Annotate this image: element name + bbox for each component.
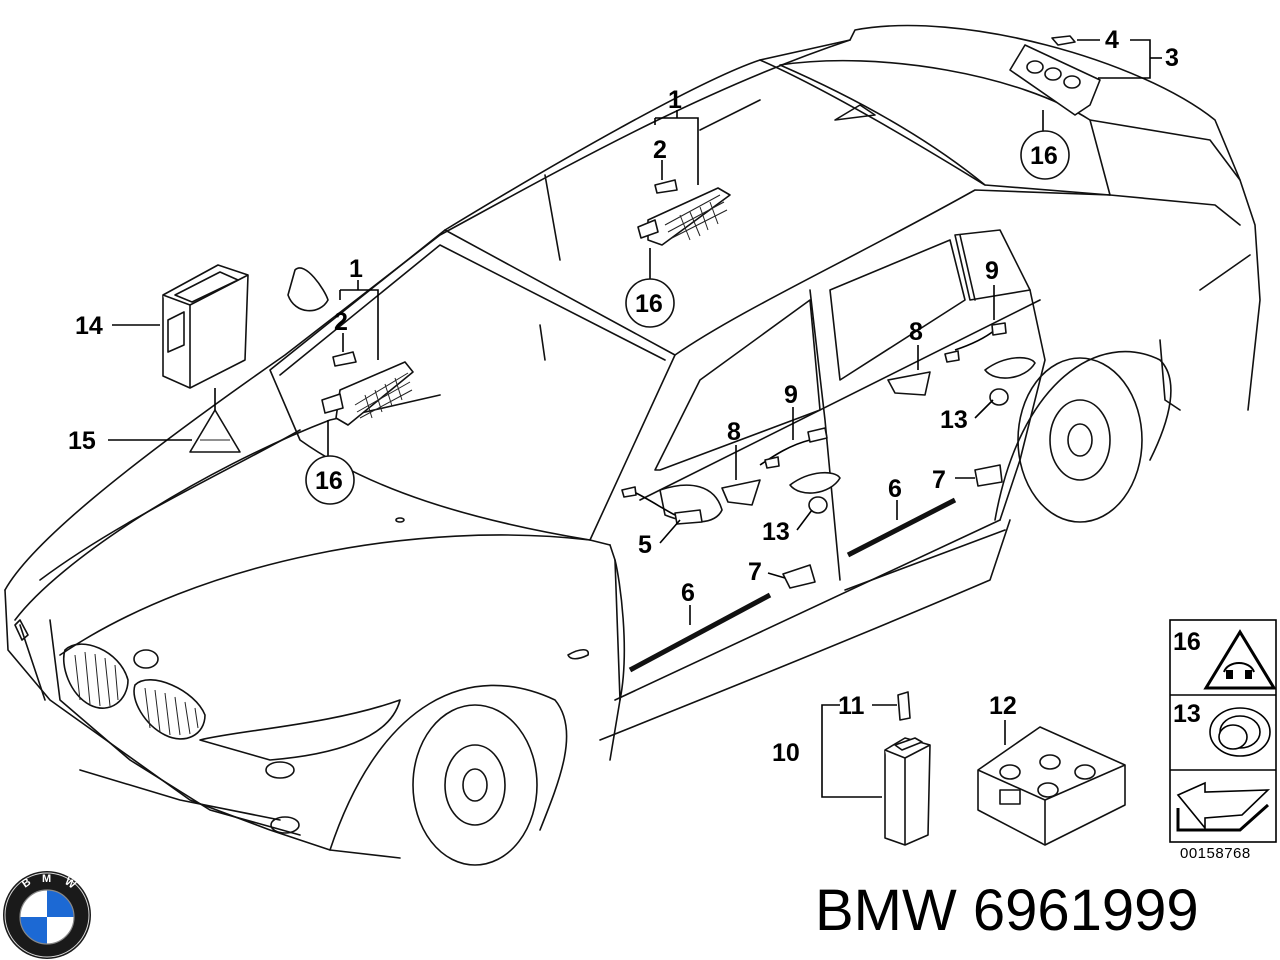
callout-11: 11 [838, 692, 865, 720]
callout-5: 5 [638, 531, 652, 559]
callout-8-front: 8 [727, 418, 741, 446]
callout-3: 3 [1165, 44, 1179, 72]
bmw-logo: B M W [3, 871, 91, 959]
interior-lamp-upper [637, 179, 731, 246]
callout-6-rear: 6 [888, 475, 902, 503]
door-parts [621, 322, 1036, 673]
part-12-box [977, 726, 1126, 846]
leader-lines [108, 39, 1162, 798]
legend-box: 16 13 [1169, 619, 1277, 843]
diagram-number: 00158768 [1180, 845, 1251, 862]
part-number-label: BMW 6961999 [815, 878, 1199, 943]
grille-slats [74, 651, 199, 736]
callout-16-rear: 16 [1030, 142, 1058, 170]
part-10-module [884, 691, 931, 846]
svg-text:M: M [42, 873, 51, 885]
callout-14: 14 [75, 312, 103, 340]
switch-box-14 [162, 264, 249, 389]
rear-reading-lamp [1009, 35, 1101, 116]
arrow-icon [1176, 781, 1271, 832]
callout-16-upper: 16 [635, 290, 663, 318]
callout-12: 12 [989, 692, 1017, 720]
callout-4: 4 [1105, 26, 1119, 54]
callout-7-front: 7 [748, 558, 762, 586]
legend-label-16: 16 [1173, 628, 1201, 656]
callout-1-front: 1 [349, 255, 363, 283]
callout-16-front: 16 [315, 467, 343, 495]
callout-6-front: 6 [681, 579, 695, 607]
callout-circles [305, 130, 1070, 505]
callout-labels: 1 2 16 1 2 16 16 4 3 14 15 9 8 13 7 6 9 … [68, 26, 1179, 767]
callout-13-front: 13 [762, 518, 790, 546]
callout-13-rear: 13 [940, 406, 968, 434]
car-outline [4, 24, 1261, 866]
callout-2-upper: 2 [653, 136, 667, 164]
callout-2-front: 2 [334, 308, 348, 336]
callout-7-rear: 7 [932, 466, 946, 494]
callout-8-rear: 8 [909, 318, 923, 346]
callout-10: 10 [772, 739, 800, 767]
callout-1-upper: 1 [668, 86, 682, 114]
legend-label-13: 13 [1173, 700, 1201, 728]
callout-15: 15 [68, 427, 96, 455]
callout-9-front: 9 [784, 381, 798, 409]
warning-triangle-icon [1203, 629, 1277, 690]
callout-9-rear: 9 [985, 257, 999, 285]
warning-triangle-icon [189, 409, 241, 453]
interior-lamp-front [321, 351, 414, 426]
grommet-icon [1209, 707, 1271, 757]
